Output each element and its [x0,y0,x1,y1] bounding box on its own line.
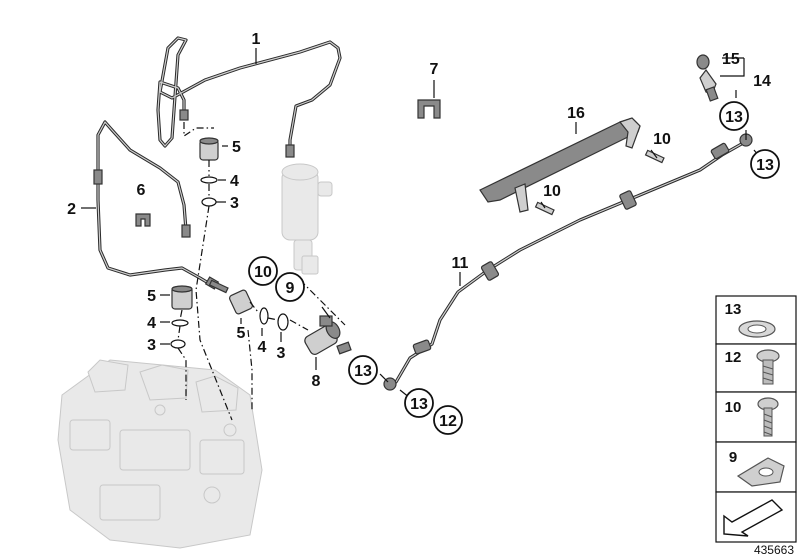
circled-callout-12: 12 [433,405,463,435]
parts-legend: 13 12 10 9 [715,295,797,543]
legend-item-9: 9 [729,449,785,487]
callout-15: 15 [722,51,740,68]
circled-callout-13-top: 13 [719,101,749,131]
bleeder-valve-14 [696,54,719,102]
callouts: 1 2 5 4 3 6 5 4 3 5 4 3 8 7 16 10 10 11 … [67,31,771,390]
callout-5-upper: 5 [232,139,241,156]
callout-16: 16 [567,105,585,122]
brake-pipe-1 [156,36,342,158]
circled-callout-10: 10 [248,256,278,286]
callout-3-upper: 3 [230,195,239,212]
bracket-16 [479,117,665,216]
svg-text:13: 13 [725,109,743,126]
grommet-5-upper [199,137,219,161]
callout-6: 6 [137,182,146,199]
callout-4-upper: 4 [230,173,239,190]
callout-3-mid: 3 [277,345,286,362]
callout-11: 11 [452,255,469,272]
assembly-lines [177,122,346,421]
callout-5-mid: 5 [237,325,246,342]
o-ring-3-left [170,339,186,349]
circled-callout-13-mid: 13 [404,388,434,418]
washer-4-mid [259,307,269,325]
master-cylinder [281,163,333,275]
svg-text:10: 10 [254,264,272,281]
washer-4-upper [200,176,218,184]
callout-14: 14 [753,73,771,90]
callout-1: 1 [252,31,261,48]
circled-callout-13-left: 13 [348,355,378,385]
svg-text:12: 12 [725,349,742,366]
circled-callout-9: 9 [275,272,305,302]
callout-5-left: 5 [147,288,156,305]
svg-text:9: 9 [729,449,737,466]
svg-text:13: 13 [410,396,428,413]
o-ring-3-upper [201,197,217,207]
svg-text:13: 13 [354,363,372,380]
svg-text:12: 12 [439,413,457,430]
reference-number: 435663 [754,543,794,557]
circled-callouts: 10 9 13 13 12 13 13 [248,101,780,435]
callout-7: 7 [430,61,439,78]
circled-callout-13-right: 13 [750,149,780,179]
clip-6 [135,213,151,227]
abs-hydraulic-unit [57,359,263,549]
callout-4-mid: 4 [258,339,267,356]
legend-item-arrow [723,499,784,537]
banjo-fitting-8 [304,315,352,355]
legend-item-13: 13 [725,301,776,338]
svg-text:13: 13 [725,301,742,318]
grommet-5-left [171,285,193,310]
o-ring-3-mid [277,313,289,331]
bolt-fitting-left [208,279,229,294]
legend-item-10: 10 [725,397,779,437]
svg-text:10: 10 [725,399,742,416]
svg-text:9: 9 [286,280,295,297]
grommet-5-mid [229,289,253,315]
callout-4-left: 4 [147,315,156,332]
callout-3-left: 3 [147,337,156,354]
callout-8: 8 [312,373,321,390]
callout-10-lower: 10 [543,183,561,200]
callout-2: 2 [67,201,76,218]
brake-hose-11 [383,133,753,391]
legend-item-12: 12 [725,349,780,385]
clip-7 [417,99,441,119]
washer-4-left [171,319,189,327]
callout-10-right: 10 [653,131,671,148]
svg-text:13: 13 [756,157,774,174]
